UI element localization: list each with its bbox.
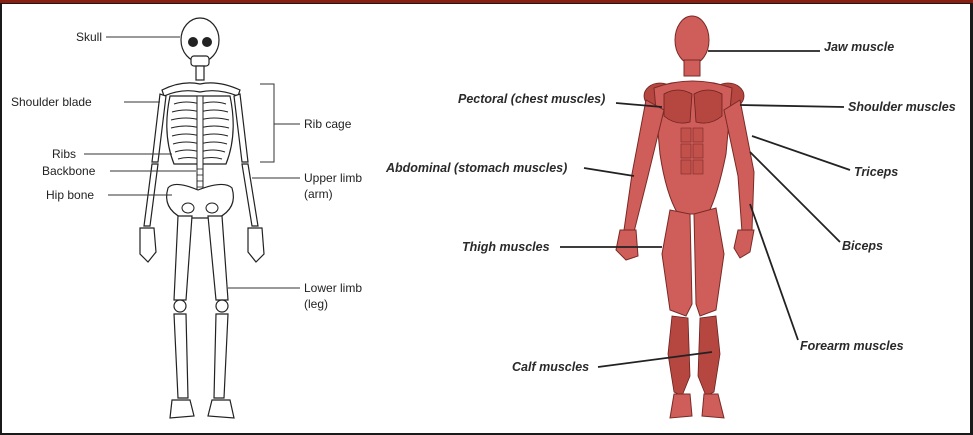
label-hip-bone: Hip bone [46, 188, 94, 202]
label-upper-limb: Upper limb [304, 171, 362, 185]
label-calf-muscles: Calf muscles [512, 360, 589, 374]
right-arm-muscle [724, 100, 754, 232]
muscle-figure [616, 16, 754, 418]
label-biceps: Biceps [842, 239, 883, 253]
shin-left [174, 314, 188, 398]
neck-bone [196, 66, 204, 80]
hand-right [248, 228, 264, 262]
label-lower-limb-leg: (leg) [304, 297, 328, 311]
left-foot [670, 394, 692, 418]
kneecap-right [216, 300, 228, 312]
label-forearm-muscles: Forearm muscles [800, 339, 904, 353]
diagram-canvas: Skull Shoulder blade Ribs Backbone Hip b… [2, 4, 970, 433]
diagram-panel: Skull Shoulder blade Ribs Backbone Hip b… [2, 4, 970, 433]
label-thigh-muscles: Thigh muscles [462, 240, 550, 254]
eye-socket-left [188, 37, 198, 47]
top-border [0, 0, 973, 3]
head-muscle [675, 16, 709, 64]
label-rib-cage: Rib cage [304, 117, 352, 131]
label-upper-limb-arm: (arm) [304, 187, 333, 201]
pectoral-right [694, 90, 722, 123]
left-hand [616, 230, 638, 260]
label-skull: Skull [76, 30, 102, 44]
right-thigh-muscle [694, 208, 724, 316]
shin-right [214, 314, 228, 398]
hip-socket-right [206, 203, 218, 213]
pectoral-left [664, 90, 692, 123]
neck-muscle [684, 60, 700, 76]
right-hand [734, 230, 754, 258]
foot-right [208, 400, 234, 418]
pelvis-bone [167, 184, 234, 218]
jaw-bone [191, 56, 209, 66]
eye-socket-right [202, 37, 212, 47]
label-pectoral: Pectoral (chest muscles) [458, 92, 605, 106]
hand-left [140, 228, 156, 262]
foot-left [170, 400, 194, 418]
clavicle-bone [162, 83, 240, 96]
label-backbone: Backbone [42, 164, 96, 178]
label-jaw-muscle: Jaw muscle [824, 40, 894, 54]
upper-arm-left [152, 94, 166, 162]
right-foot [702, 394, 724, 418]
upper-arm-right [234, 94, 248, 162]
label-lower-limb: Lower limb [304, 281, 362, 295]
label-abdominal: Abdominal (stomach muscles) [385, 161, 567, 175]
right-calf-muscle [698, 316, 720, 396]
label-shoulder-blade: Shoulder blade [11, 95, 92, 109]
skeleton-figure [140, 18, 264, 418]
femur-left [174, 216, 192, 300]
left-arm-muscle [624, 100, 664, 232]
label-ribs: Ribs [52, 147, 76, 161]
label-shoulder-muscles: Shoulder muscles [848, 100, 956, 114]
label-triceps: Triceps [854, 165, 898, 179]
forearm-right [242, 164, 258, 226]
hip-socket-left [182, 203, 194, 213]
femur-right [208, 216, 228, 300]
left-thigh-muscle [662, 210, 692, 316]
kneecap-left [174, 300, 186, 312]
